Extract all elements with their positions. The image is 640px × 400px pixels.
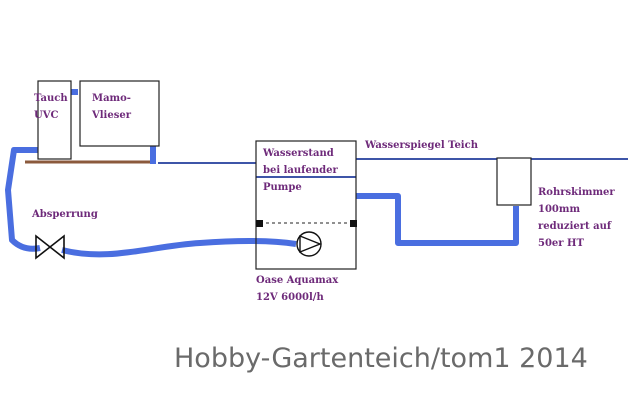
pipe-valve-to-pump	[61, 237, 297, 258]
pump-icon	[296, 231, 322, 257]
label-pond-level: Wasserspiegel Teich	[365, 140, 478, 151]
pipe-pump-to-skimmer	[356, 193, 519, 246]
label-filter: Mamo- Vlieser	[92, 93, 131, 121]
pipe-uvc-to-valve	[5, 147, 41, 252]
valve-icon	[35, 234, 65, 260]
label-pump: Oase Aquamax 12V 6000l/h	[256, 275, 339, 303]
uvc-box	[37, 80, 72, 160]
label-skimmer: Rohrskimmer 100mm reduziert auf 50er HT	[538, 187, 615, 249]
filter-box	[79, 80, 160, 147]
label-valve: Absperrung	[32, 209, 98, 220]
pump-chamber	[255, 140, 357, 270]
label-water-level-pump: Wasserstand bei laufender Pumpe	[263, 148, 338, 193]
label-uvc: Tauch UVC	[34, 93, 68, 121]
watermark: Hobby-Gartenteich/tom1 2014	[174, 343, 588, 374]
pump-corner-left	[256, 220, 263, 227]
skimmer-box	[496, 157, 532, 206]
pump-corner-right	[350, 220, 357, 227]
